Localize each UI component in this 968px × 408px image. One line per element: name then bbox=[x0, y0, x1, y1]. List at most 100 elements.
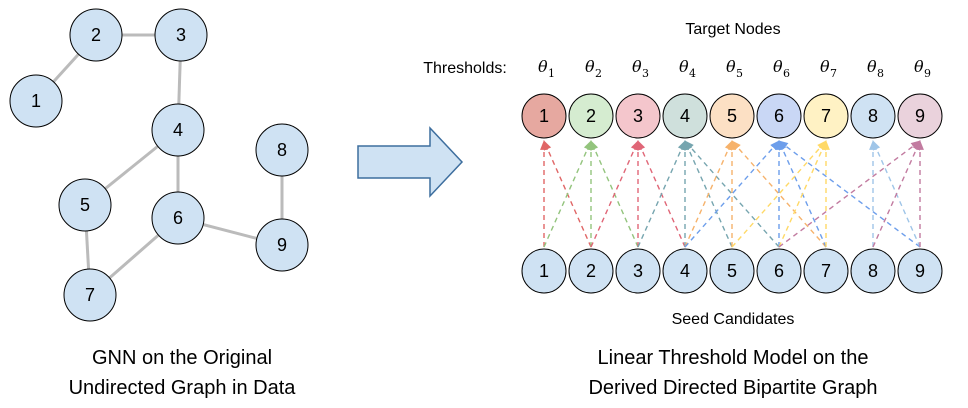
theta-symbol: θ bbox=[538, 57, 548, 76]
graph-node-circle bbox=[255, 218, 309, 272]
target-node-circle bbox=[615, 93, 661, 139]
directed-edge-6-to-7 bbox=[778, 140, 827, 248]
seed-node-label: 7 bbox=[821, 261, 831, 281]
target-node-label: 7 bbox=[821, 106, 831, 126]
directed-edge-5-to-7 bbox=[731, 140, 827, 248]
seed-node-6: 6 bbox=[756, 248, 802, 294]
directed-edge-8-to-9 bbox=[872, 140, 921, 248]
target-node-label: 6 bbox=[774, 106, 784, 126]
target-node-8: 8 bbox=[850, 93, 896, 139]
graph-node-label: 9 bbox=[277, 235, 287, 255]
target-node-9: 9 bbox=[897, 93, 943, 139]
target-node-7: 7 bbox=[803, 93, 849, 139]
graph-node-8: 8 bbox=[255, 123, 309, 177]
target-node-label: 8 bbox=[868, 106, 878, 126]
seed-node-circle bbox=[803, 248, 849, 294]
target-node-label: 5 bbox=[727, 106, 737, 126]
original-undirected-graph: 1 2 3 4 5 6 7 8 9 bbox=[9, 8, 309, 322]
directed-edge-6-to-9 bbox=[778, 140, 921, 248]
directed-edge-4-to-6 bbox=[684, 140, 780, 248]
theta-subscript: 8 bbox=[877, 67, 884, 80]
right-caption-line2: Derived Directed Bipartite Graph bbox=[588, 377, 877, 399]
left-graph-nodes: 1 2 3 4 5 6 7 8 9 bbox=[9, 8, 309, 322]
graph-node-label: 5 bbox=[80, 195, 90, 215]
graph-node-circle bbox=[151, 103, 205, 157]
target-node-label: 1 bbox=[539, 106, 549, 126]
theta-symbol: θ bbox=[820, 57, 830, 76]
theta-symbol: θ bbox=[632, 57, 642, 76]
graph-node-circle bbox=[151, 191, 205, 245]
graph-node-7: 7 bbox=[63, 268, 117, 322]
directed-edge-3-to-4 bbox=[637, 140, 686, 248]
directed-edge-4-to-5 bbox=[684, 140, 733, 248]
theta-subscript: 7 bbox=[830, 67, 837, 80]
target-node-label: 3 bbox=[633, 106, 643, 126]
bipartite-edges bbox=[540, 140, 924, 248]
target-node-6: 6 bbox=[756, 93, 802, 139]
thresholds-label: Thresholds: bbox=[423, 60, 507, 77]
seed-node-8: 8 bbox=[850, 248, 896, 294]
theta-symbol: θ bbox=[585, 57, 595, 76]
graph-node-circle bbox=[69, 8, 123, 62]
target-node-circle bbox=[521, 93, 567, 139]
target-node-circle bbox=[756, 93, 802, 139]
seed-node-circle bbox=[756, 248, 802, 294]
seed-node-4: 4 bbox=[662, 248, 708, 294]
target-node-label: 4 bbox=[680, 106, 690, 126]
target-node-label: 9 bbox=[915, 106, 925, 126]
theta-subscript: 1 bbox=[548, 67, 555, 80]
target-node-2: 2 bbox=[568, 93, 614, 139]
seed-node-2: 2 bbox=[568, 248, 614, 294]
graph-node-circle bbox=[154, 8, 208, 62]
graph-node-1: 1 bbox=[9, 74, 63, 128]
target-node-circle bbox=[803, 93, 849, 139]
graph-node-label: 2 bbox=[91, 25, 101, 45]
seed-node-circle bbox=[568, 248, 614, 294]
seed-node-label: 2 bbox=[586, 261, 596, 281]
target-node-circle bbox=[568, 93, 614, 139]
left-caption-line1: GNN on the Original bbox=[92, 347, 272, 369]
seed-node-label: 5 bbox=[727, 261, 737, 281]
directed-edge-9-to-6 bbox=[778, 140, 921, 248]
theta-subscript: 5 bbox=[736, 67, 743, 80]
target-node-1: 1 bbox=[521, 93, 567, 139]
theta-symbol: θ bbox=[914, 57, 924, 76]
seed-node-label: 8 bbox=[868, 261, 878, 281]
seed-node-label: 4 bbox=[680, 261, 690, 281]
target-node-4: 4 bbox=[662, 93, 708, 139]
target-node-circle bbox=[709, 93, 755, 139]
directed-edge-1-to-2 bbox=[543, 140, 592, 248]
left-graph-edges bbox=[34, 33, 284, 297]
directed-edge-6-to-4 bbox=[684, 140, 780, 248]
graph-node-circle bbox=[255, 123, 309, 177]
graph-node-2: 2 bbox=[69, 8, 123, 62]
graph-node-label: 8 bbox=[277, 140, 287, 160]
transform-arrow-icon bbox=[357, 126, 464, 198]
seed-node-9: 9 bbox=[897, 248, 943, 294]
graph-node-label: 3 bbox=[176, 25, 186, 45]
seed-node-5: 5 bbox=[709, 248, 755, 294]
directed-edge-7-to-5 bbox=[731, 140, 827, 248]
theta-subscript: 2 bbox=[595, 67, 602, 80]
graph-node-label: 7 bbox=[85, 285, 95, 305]
theta-symbol: θ bbox=[867, 57, 877, 76]
seed-node-label: 6 bbox=[774, 261, 784, 281]
graph-node-4: 4 bbox=[151, 103, 205, 157]
graph-node-label: 6 bbox=[173, 208, 183, 228]
seed-node-label: 3 bbox=[633, 261, 643, 281]
graph-node-circle bbox=[58, 178, 112, 232]
theta-subscript: 3 bbox=[642, 67, 649, 80]
graph-node-6: 6 bbox=[151, 191, 205, 245]
seed-node-circle bbox=[521, 248, 567, 294]
graph-node-circle bbox=[9, 74, 63, 128]
